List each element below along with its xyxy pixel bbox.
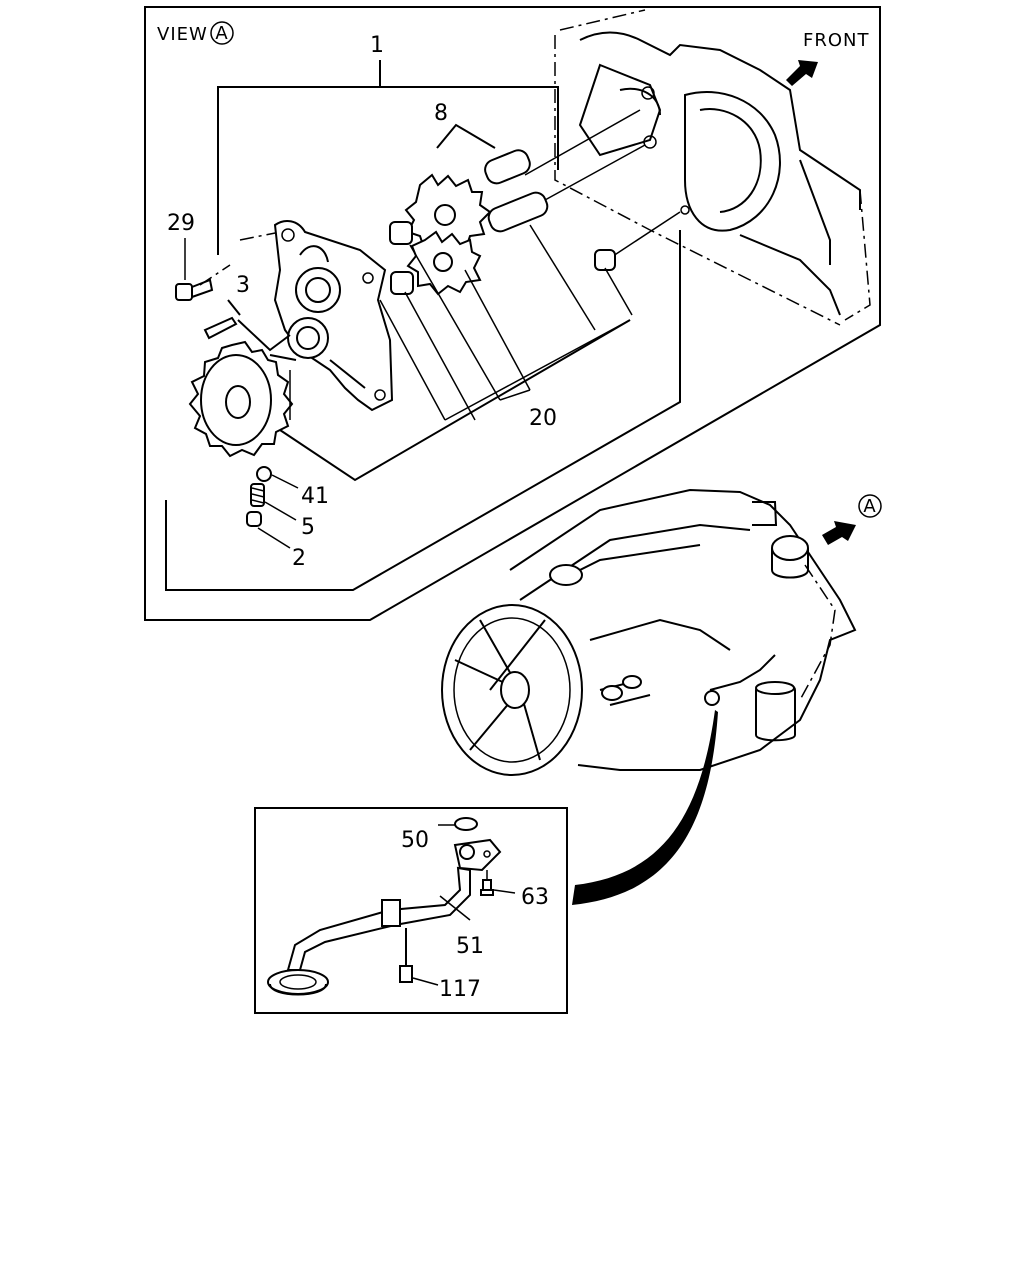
relief-valve-parts xyxy=(246,466,299,549)
dowel-pins xyxy=(389,221,616,295)
pump-body xyxy=(273,219,394,412)
view-direction-arrow-icon xyxy=(822,521,856,545)
flywheel xyxy=(441,604,583,776)
view-marker: A xyxy=(215,23,228,44)
callout-29: 29 xyxy=(167,211,195,236)
part-3-bolt xyxy=(203,299,291,352)
part-8-pins xyxy=(436,123,549,233)
callout-3: 3 xyxy=(236,273,250,298)
part-29-bolt xyxy=(175,238,214,301)
oil-strainer xyxy=(267,817,516,996)
part-20-leaders xyxy=(289,224,633,421)
engine-view-marker: A xyxy=(822,494,882,545)
strainer-detail-frame xyxy=(254,807,568,1014)
callout-117: 117 xyxy=(439,977,481,1002)
callout-51: 51 xyxy=(456,934,484,959)
engine-marker: A xyxy=(863,496,876,517)
callout-8: 8 xyxy=(434,101,448,126)
view-a-frame xyxy=(144,6,881,621)
front-label: FRONT xyxy=(803,30,870,51)
front-arrow-icon xyxy=(786,60,818,86)
alignment-lines xyxy=(199,109,681,286)
assembly-bracket xyxy=(165,60,681,591)
callout-labels: 1 8 29 3 20 41 5 2 50 63 51 117 xyxy=(167,33,557,1002)
view-a-title: VIEW A xyxy=(157,21,234,45)
callout-5: 5 xyxy=(301,515,315,540)
callout-63: 63 xyxy=(521,885,549,910)
callout-50: 50 xyxy=(401,828,429,853)
callout-20: 20 xyxy=(529,406,557,431)
view-title: VIEW xyxy=(157,24,208,45)
inner-rotor-gears xyxy=(404,173,492,296)
callout-2: 2 xyxy=(292,546,306,571)
callout-1: 1 xyxy=(370,33,384,58)
callout-arrow xyxy=(572,710,718,905)
engine-assembly xyxy=(509,488,857,771)
drive-gear xyxy=(188,319,631,482)
callout-41: 41 xyxy=(301,484,329,509)
engine-block-partial xyxy=(554,9,871,326)
front-indicator: FRONT xyxy=(786,30,870,86)
